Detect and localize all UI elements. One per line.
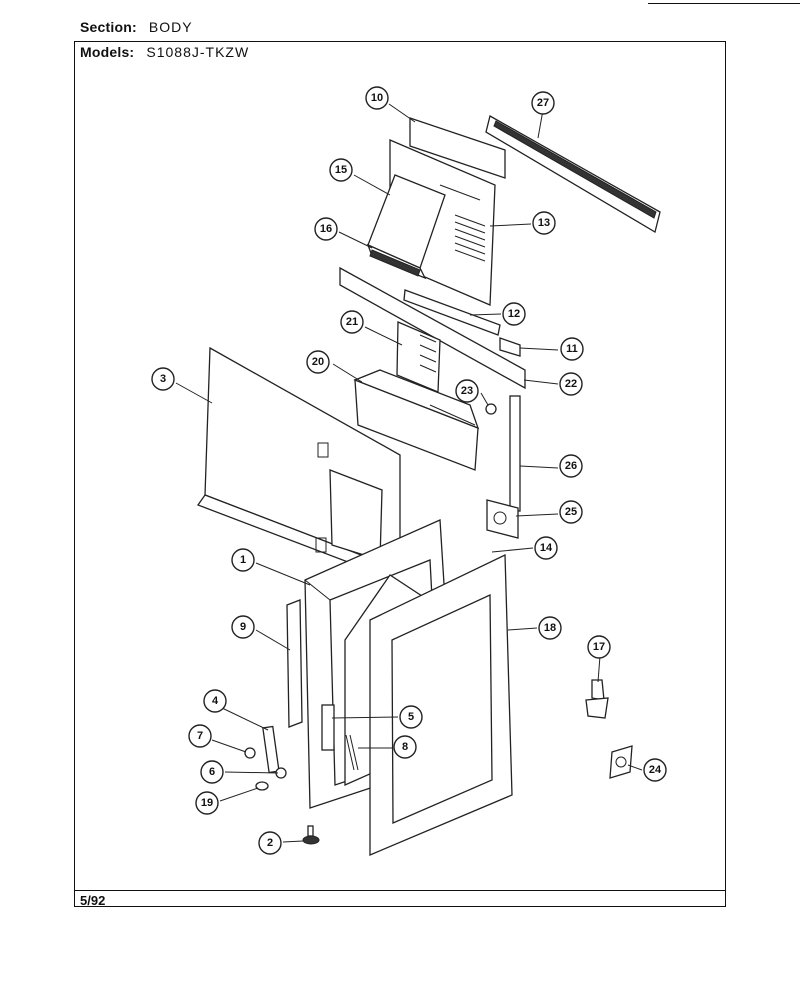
section-value: BODY	[148, 19, 193, 35]
part-glass-door	[369, 553, 513, 856]
svg-text:23: 23	[461, 385, 473, 397]
svg-text:24: 24	[649, 764, 662, 776]
svg-text:8: 8	[402, 741, 408, 753]
part-channel-bracket	[339, 266, 526, 393]
part-top-plate-assembly	[366, 117, 506, 306]
section-header: Section: BODY	[80, 19, 193, 35]
part-top-strip	[485, 115, 661, 234]
models-header: Models: S1088J-TKZW	[80, 44, 249, 60]
models-label: Models:	[80, 44, 135, 60]
callout-22: 22	[559, 372, 583, 396]
callout-3: 3	[151, 367, 175, 391]
callout-7: 7	[188, 724, 212, 748]
svg-text:25: 25	[565, 506, 577, 518]
callout-25: 25	[559, 500, 583, 524]
svg-text:2: 2	[267, 837, 273, 849]
callout-17: 17	[587, 635, 611, 659]
part-hinge-hardware	[244, 704, 359, 791]
svg-text:18: 18	[544, 622, 556, 634]
part-rod-and-latch	[486, 395, 521, 539]
svg-text:10: 10	[371, 92, 383, 104]
callout-23: 23	[455, 379, 479, 403]
part-switch-24	[609, 745, 633, 779]
svg-text:15: 15	[335, 164, 347, 176]
callout-13: 13	[532, 211, 556, 235]
callout-18: 18	[538, 616, 562, 640]
part-foot	[302, 825, 320, 845]
part-side-panel	[196, 346, 402, 579]
svg-text:11: 11	[566, 343, 578, 355]
part-tray	[353, 369, 480, 471]
callout-10: 10	[365, 86, 389, 110]
callout-14: 14	[534, 536, 558, 560]
svg-text:20: 20	[312, 356, 324, 368]
svg-text:22: 22	[565, 378, 577, 390]
svg-text:6: 6	[209, 766, 215, 778]
svg-text:7: 7	[197, 730, 203, 742]
callout-5: 5	[399, 705, 423, 729]
callout-8: 8	[393, 735, 417, 759]
models-value: S1088J-TKZW	[146, 44, 250, 60]
section-label: Section:	[80, 19, 137, 35]
svg-text:14: 14	[540, 542, 553, 554]
callout-1: 1	[231, 548, 255, 572]
leader-lines	[175, 103, 643, 843]
callout-16: 16	[314, 217, 338, 241]
callout-4: 4	[203, 689, 227, 713]
svg-text:19: 19	[201, 797, 213, 809]
svg-text:12: 12	[508, 308, 520, 320]
revision-date: 5/92	[80, 893, 106, 908]
callout-12: 12	[502, 302, 526, 326]
svg-text:13: 13	[538, 217, 550, 229]
callout-2: 2	[258, 831, 282, 855]
top-rule	[648, 3, 800, 4]
callout-6: 6	[200, 760, 224, 784]
part-hinge-strip	[286, 599, 303, 728]
svg-text:9: 9	[240, 621, 246, 633]
svg-text:1: 1	[240, 554, 246, 566]
svg-text:17: 17	[593, 641, 605, 653]
diagram-frame	[74, 41, 726, 907]
callout-9: 9	[231, 615, 255, 639]
callout-19: 19	[195, 791, 219, 815]
part-small-bracket-17	[585, 679, 609, 719]
footer-rule	[74, 890, 726, 891]
svg-text:27: 27	[537, 97, 549, 109]
callout-26: 26	[559, 454, 583, 478]
svg-text:26: 26	[565, 460, 577, 472]
callout-20: 20	[306, 350, 330, 374]
svg-text:3: 3	[160, 373, 166, 385]
svg-text:5: 5	[408, 711, 414, 723]
part-screw-23	[485, 403, 497, 415]
svg-text:4: 4	[212, 695, 219, 707]
callout-15: 15	[329, 158, 353, 182]
svg-text:16: 16	[320, 223, 332, 235]
callout-21: 21	[340, 310, 364, 334]
svg-text:21: 21	[346, 316, 358, 328]
callout-24: 24	[643, 758, 667, 782]
callout-11: 11	[560, 337, 584, 361]
callout-27: 27	[531, 91, 555, 115]
